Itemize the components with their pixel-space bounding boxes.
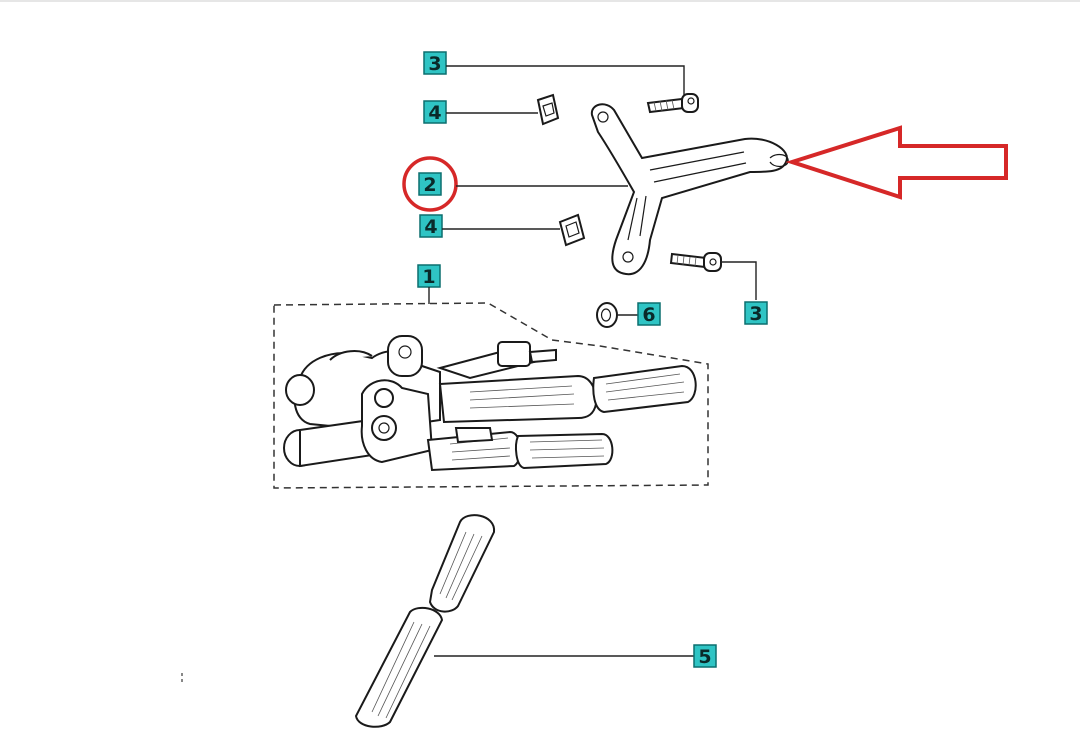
callout-2-label: 2 (423, 174, 436, 196)
callout-3-top[interactable]: 3 (423, 51, 447, 75)
harness-assembly-part-1 (283, 335, 697, 472)
bolt-top (646, 93, 699, 114)
washer-part-6 (596, 302, 618, 328)
callout-6-label: 6 (642, 304, 655, 326)
highlight-circle (402, 156, 458, 212)
callout-5-label: 5 (698, 646, 711, 668)
highlight-arrow-icon (785, 125, 1008, 200)
leader-3-right (721, 261, 757, 300)
clip-nut-mid (558, 213, 586, 247)
callout-4-mid-label: 4 (424, 216, 437, 238)
bolt-right (669, 252, 722, 272)
scan-speck (181, 673, 183, 682)
callout-3-right-label: 3 (749, 303, 762, 325)
assembly-boundary (273, 302, 709, 489)
callout-1[interactable]: 1 (417, 264, 441, 288)
callout-3-top-label: 3 (428, 53, 441, 75)
sleeve-part-5 (354, 514, 496, 728)
callout-3-right[interactable]: 3 (744, 301, 768, 325)
callout-6[interactable]: 6 (637, 302, 661, 326)
leader-3-top (446, 65, 685, 96)
bracket-part-2 (590, 103, 789, 276)
callout-1-label: 1 (422, 266, 435, 288)
callout-4-top[interactable]: 4 (423, 100, 447, 124)
callout-4-top-label: 4 (428, 102, 441, 124)
callout-2[interactable]: 2 (402, 156, 458, 212)
window-top-border (0, 0, 1080, 2)
clip-nut-top (536, 93, 560, 126)
callout-5[interactable]: 5 (693, 644, 717, 668)
callout-4-mid[interactable]: 4 (419, 214, 443, 238)
